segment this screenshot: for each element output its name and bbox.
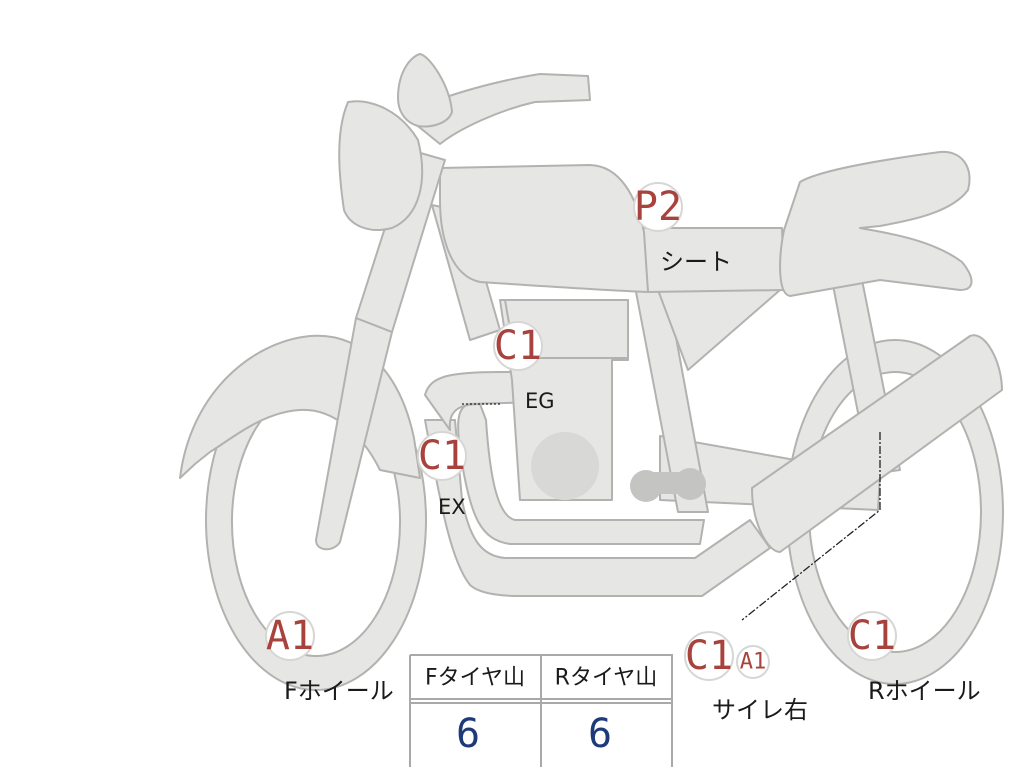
tail-cowl xyxy=(779,150,973,297)
footpeg-end-left xyxy=(630,470,662,502)
footpeg-end-right xyxy=(674,468,706,500)
silencer-rating-badge: C1 xyxy=(684,631,734,681)
rear-tire-value: 6 xyxy=(588,711,612,757)
silencer xyxy=(751,334,1003,553)
rear-wheel-rating-badge: C1 xyxy=(847,611,897,661)
front-wheel-rating-badge: A1 xyxy=(265,611,315,661)
seat-label: シート xyxy=(660,248,732,276)
front-wheel-rating-text: A1 xyxy=(266,613,314,659)
exhaust-label: EX xyxy=(438,495,466,519)
front-tire-header: Fタイヤ山 xyxy=(425,666,525,691)
silencer-leader-line xyxy=(741,432,881,621)
seat-rating-text: P2 xyxy=(634,184,682,230)
engine-cover xyxy=(531,432,599,500)
exhaust-pipe-upper xyxy=(424,371,705,545)
fork-upper xyxy=(355,149,446,333)
silencer-rating-text: C1 xyxy=(685,633,733,679)
silencer-sub-rating-badge: A1 xyxy=(736,645,770,679)
exhaust-rating-text: C1 xyxy=(418,433,466,479)
seat-rating-badge: P2 xyxy=(633,182,683,232)
engine-rating-text: C1 xyxy=(494,323,542,369)
mirror-stalk xyxy=(397,53,453,128)
silencer-right-label: サイレ右 xyxy=(712,696,808,724)
front-tire-value: 6 xyxy=(456,711,480,757)
rear-wheel-label: Rホイール xyxy=(868,677,981,705)
silencer-sub-rating-text: A1 xyxy=(740,650,767,675)
rear-wheel-rating-text: C1 xyxy=(848,613,896,659)
rear-tire-header: Rタイヤ山 xyxy=(555,666,658,691)
engine-label: EG xyxy=(525,389,555,413)
front-fork xyxy=(315,317,393,551)
engine-rating-badge: C1 xyxy=(493,321,543,371)
exhaust-pipe-lower xyxy=(424,419,771,597)
front-wheel-label: Fホイール xyxy=(284,677,394,705)
exhaust-rating-badge: C1 xyxy=(417,431,467,481)
tire-tread-table: Fタイヤ山 Rタイヤ山 6 6 xyxy=(409,654,673,767)
headlight xyxy=(338,100,424,231)
fuel-tank xyxy=(439,164,649,293)
